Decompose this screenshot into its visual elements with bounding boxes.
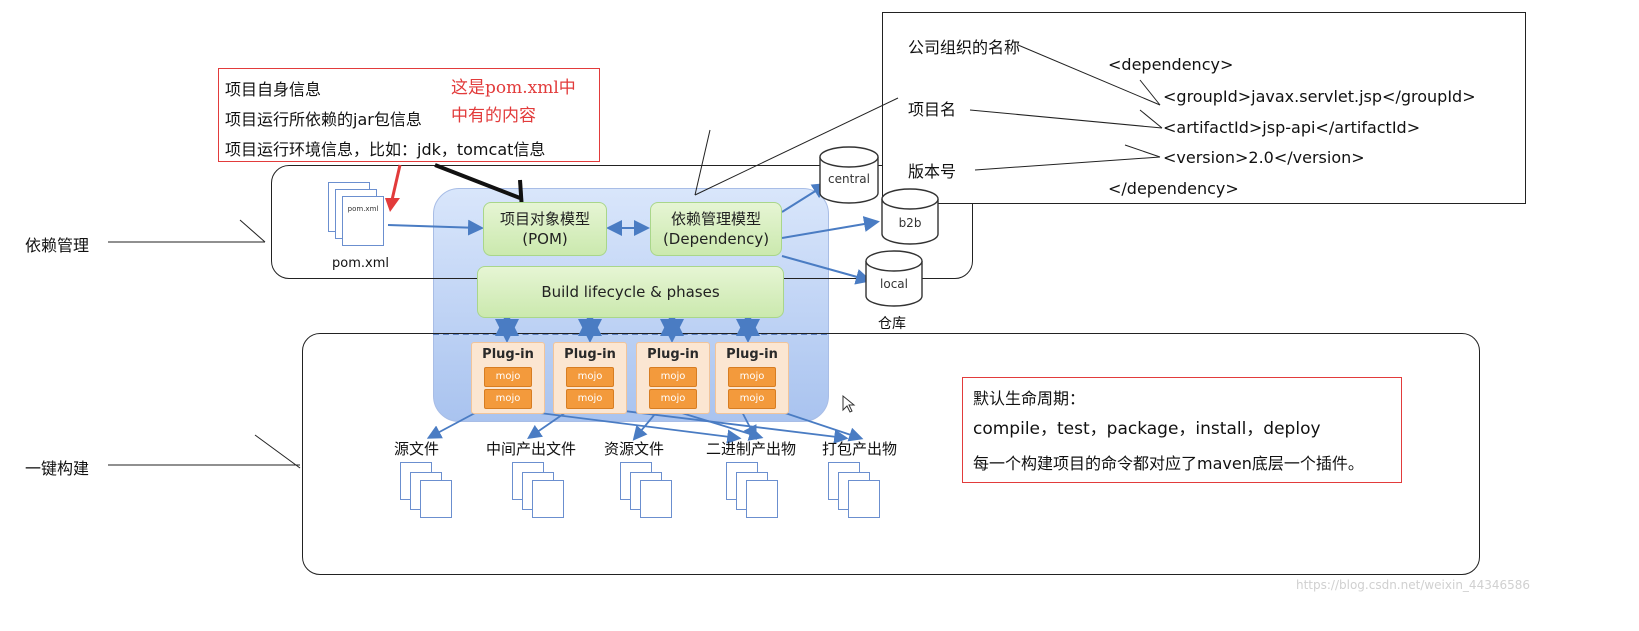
plugin-4-label: Plug-in	[726, 347, 778, 362]
pom-info-line-3: 项目运行环境信息，比如：jdk，tomcat信息	[225, 140, 546, 159]
plugin-2-label: Plug-in	[564, 347, 616, 362]
pom-file-icon: pom.xml	[328, 182, 388, 252]
watermark: https://blog.csdn.net/weixin_44346586	[1296, 578, 1531, 592]
annotation-artifact: 项目名	[908, 100, 957, 119]
lifecycle-note-phases: compile，test，package，install，deploy	[973, 419, 1321, 439]
output-label-binary: 二进制产出物	[706, 440, 797, 458]
mojo-4b: mojo	[728, 389, 776, 409]
output-label-package: 打包产出物	[822, 440, 898, 458]
mojo-3b: mojo	[649, 389, 697, 409]
pom-info-line-2: 项目运行所依赖的jar包信息	[225, 110, 422, 129]
annotation-version: 版本号	[908, 162, 957, 181]
xml-artifactid: <artifactId>jsp-api</artifactId>	[1163, 118, 1421, 137]
output-label-resource: 资源文件	[604, 440, 665, 458]
lifecycle-note-title: 默认生命周期：	[973, 389, 1086, 408]
mojo-3a: mojo	[649, 367, 697, 387]
xml-groupid: <groupId>javax.servlet.jsp</groupId>	[1163, 87, 1476, 106]
output-docs-intermediate	[512, 462, 572, 522]
pom-doc-text: pom.xml	[347, 205, 379, 213]
plugin-1: Plug-in mojo mojo	[471, 342, 545, 414]
mojo-4a: mojo	[728, 367, 776, 387]
mojo-2a: mojo	[566, 367, 614, 387]
output-label-source: 源文件	[394, 440, 440, 458]
xml-version: <version>2.0</version>	[1163, 148, 1365, 167]
xml-dependency-close: </dependency>	[1108, 179, 1239, 198]
repo-b2b-label: b2b	[898, 216, 922, 230]
dependency-mgmt-label: 依赖管理	[25, 236, 90, 255]
pom-doc-front: pom.xml	[342, 196, 384, 246]
pom-info-box: 项目自身信息 项目运行所依赖的jar包信息 项目运行环境信息，比如：jdk，to…	[218, 68, 600, 162]
pom-note-line-2: 中有的内容	[451, 106, 536, 126]
mojo-2b: mojo	[566, 389, 614, 409]
repo-local-label: local	[880, 277, 908, 291]
lifecycle-note-box: 默认生命周期： compile，test，package，install，dep…	[962, 377, 1402, 483]
dependency-model-box: 依赖管理模型 (Dependency)	[650, 202, 782, 256]
mojo-1a: mojo	[484, 367, 532, 387]
output-label-intermediate: 中间产出文件	[486, 440, 577, 458]
plugin-2: Plug-in mojo mojo	[553, 342, 627, 414]
doc-icon	[848, 480, 880, 518]
lifecycle-note-desc: 每一个构建项目的命令都对应了maven底层一个插件。	[973, 454, 1364, 473]
annotation-group: 公司组织的名称	[908, 38, 1021, 57]
lifecycle-box: Build lifecycle & phases	[477, 266, 784, 318]
plugin-4: Plug-in mojo mojo	[715, 342, 789, 414]
repo-caption: 仓库	[878, 316, 906, 332]
pom-file-label: pom.xml	[332, 256, 389, 271]
build-frame	[302, 333, 1480, 575]
plugin-1-label: Plug-in	[482, 347, 534, 362]
pom-model-box: 项目对象模型 (POM)	[483, 202, 607, 256]
xml-dependency-open: <dependency>	[1108, 55, 1234, 74]
repo-central-label: central	[828, 172, 870, 186]
plugin-3-label: Plug-in	[647, 347, 699, 362]
doc-icon	[532, 480, 564, 518]
one-click-build-label: 一键构建	[25, 459, 90, 478]
doc-icon	[420, 480, 452, 518]
plugin-3: Plug-in mojo mojo	[636, 342, 710, 414]
output-docs-resource	[620, 462, 680, 522]
dependency-example-box	[882, 12, 1526, 204]
repo-local-icon	[865, 250, 923, 307]
output-docs-binary	[726, 462, 786, 522]
mojo-1b: mojo	[484, 389, 532, 409]
output-docs-package	[828, 462, 888, 522]
pom-note-line-1: 这是pom.xml中	[451, 78, 576, 98]
doc-icon	[640, 480, 672, 518]
output-docs-source	[400, 462, 460, 522]
doc-icon	[746, 480, 778, 518]
panel-divider	[433, 333, 827, 335]
pom-info-line-1: 项目自身信息	[225, 80, 322, 99]
